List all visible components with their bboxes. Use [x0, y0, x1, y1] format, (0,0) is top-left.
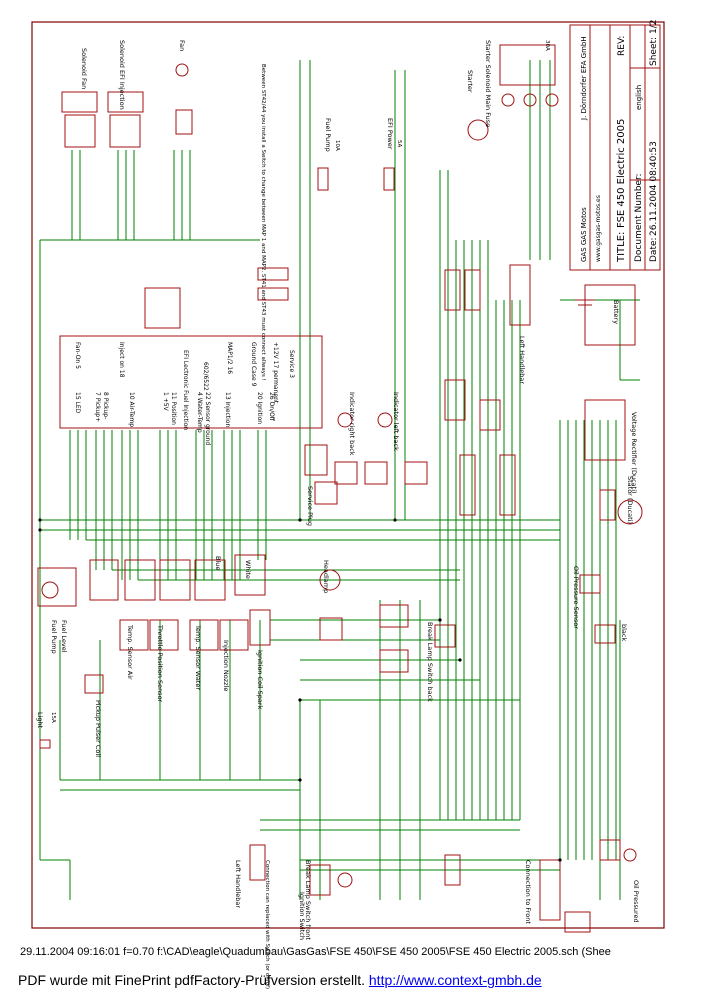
fuse-15a-label: 15A	[50, 712, 56, 723]
temp-water-label: Temp. Sensor Water	[194, 624, 202, 690]
language-label: english	[635, 85, 643, 110]
fuse-10a-label: 10A	[334, 140, 340, 151]
company-name: GAS GAS Motos	[580, 207, 588, 262]
left-handlebar-bottom-label: Left Handlebar	[234, 860, 242, 908]
ecu-pin-right-2: MAP1/2 16	[226, 342, 233, 374]
junction-dots	[38, 518, 562, 862]
voltage-rectifier-label: Voltage Rectifier (Ducati)	[630, 412, 638, 494]
ecu-pin-right-0: Fan-On 5	[74, 342, 81, 369]
drawing-frame	[31, 21, 665, 929]
indicator-left-label: Indicator left back	[392, 392, 400, 451]
date-value: 26.11.2004 08:40:53	[649, 141, 659, 236]
ecu-labels: EFI Lectronic Fuel Injection 602/6522 15…	[74, 342, 295, 445]
temp-air-label: Temp. Sensor Air	[126, 624, 134, 680]
pdf-notice-text: PDF wurde mit FinePrint pdfFactory-Prüfv…	[18, 972, 365, 988]
date-label: Date:	[649, 237, 659, 262]
solenoid-efi-label: Solenoid EFI Injection	[118, 40, 126, 110]
ecu-pin-left-0: 15 LED	[74, 392, 81, 414]
author-name: J. Dörndorfer EFA GmbH	[580, 36, 588, 121]
oil-pressure-sensor-label: Oil Pressure Sensor	[572, 566, 580, 629]
ecu-pin-left-5: 11 Position	[170, 392, 177, 425]
ecu-pin-left-2: 8 Pickup-	[102, 392, 109, 419]
injection-nozzle-label: Injection Nozzle	[222, 640, 230, 691]
fuse-30a-label: 30A	[544, 40, 550, 51]
connection-front-label: Connection to Front	[524, 860, 532, 924]
fan-label: Fan	[178, 40, 186, 51]
throttle-label: Throttle Position Sensor	[156, 624, 164, 703]
rev-label: REV:	[617, 36, 627, 56]
pdf-notice: PDF wurde mit FinePrint pdfFactory-Prüfv…	[18, 972, 542, 988]
ecu-pin-left-8: 13 Injection	[224, 392, 231, 427]
stator-label: Stator (Ducati)	[626, 476, 634, 524]
component-labels: Solenoid Fan Solenoid EFI Injection Fan …	[36, 40, 640, 989]
fuse-5a-label: 5A	[396, 140, 402, 147]
drawing-title: FSE 450 Electric 2005	[616, 119, 627, 228]
ecu-pin-left-1: 7 Pickup+	[94, 392, 101, 422]
fuel-level-label: Fuel Level	[60, 620, 68, 653]
ecu-pin-left-7: 22 Sensor ground	[204, 392, 211, 445]
battery-label: Battery	[612, 300, 620, 324]
wiring-layer	[39, 60, 640, 900]
doc-number-label: Document Number:	[634, 173, 644, 262]
headlamp-label: Headlamp	[322, 560, 330, 593]
ecu-pin-left-9: 20 Ignition	[256, 392, 263, 424]
ecu-part-number: 602/6522	[202, 362, 209, 391]
ecu-pin-left-10: 26 On/Off	[268, 392, 275, 422]
footer-file-path: 29.11.2004 09:16:01 f=0.70 f:\CAD\eagle\…	[20, 946, 611, 958]
fuel-pump-fuse-label: Fuel Pump	[324, 118, 332, 152]
handlebar-note: Connection can replaced with Switch (or …	[264, 860, 270, 989]
ecu-pin-left-6: 4 Water-Temp	[196, 392, 203, 433]
ecu-pin-left-3: 10 Air-Temp	[128, 392, 135, 427]
title-block-frame	[569, 24, 661, 271]
pdf-notice-link[interactable]: http://www.context-gmbh.de	[368, 972, 542, 988]
left-handlebar-top-label: Left Handlebar	[518, 336, 526, 384]
ecu-box	[59, 335, 323, 429]
service-plug-label: Service Plug	[306, 486, 314, 526]
ecu-name: EFI Lectronic Fuel Injection	[182, 350, 189, 430]
ignition-coil-label: Ignition Coil Spark	[256, 650, 264, 710]
indicator-right-label: Indicator right back	[348, 392, 356, 456]
ecu-pin-right-4: +12V 17 permanent	[272, 342, 279, 404]
sheet-label: Sheet:	[649, 37, 659, 66]
title-block: GAS GAS Motos www.gasgas-motos.es J. Dör…	[580, 20, 659, 263]
black-label: black	[620, 624, 628, 641]
title-label: TITLE:	[616, 232, 627, 263]
break-lamp-back-label: Break Lamp Switch back	[426, 622, 434, 702]
ecu-pin-left-4: 1 +5V	[162, 392, 169, 412]
fuel-pump-label: Fuel Pump	[50, 620, 58, 654]
solenoid-fan-label: Solenoid Fan	[80, 48, 88, 89]
oil-pressured-label: Oil Pressured	[632, 880, 640, 923]
company-website: www.gasgas-motos.es	[595, 195, 602, 262]
break-lamp-front-label: Break Lamp Switch front	[304, 860, 312, 940]
pickup-label: Pickup Pulser Coil	[94, 700, 102, 757]
ecu-pin-right-5: Service 3	[288, 350, 295, 378]
starter-label: Starter	[466, 70, 474, 93]
ecu-pin-right-3: Ground Case 9	[250, 342, 257, 387]
blue-label: Blue	[214, 556, 222, 570]
white-label: White	[244, 560, 252, 579]
starter-solenoid-label: Starter Solenoid Main Fuse	[484, 40, 492, 127]
light-label: Light	[36, 712, 44, 729]
component-layer	[37, 24, 661, 933]
ecu-pin-right-1: Inject on 18	[118, 342, 125, 378]
efi-power-label: EFI Power	[386, 118, 394, 150]
sheet-value: 1/2	[649, 20, 659, 34]
ignition-switch-label: Ignition Switch	[298, 892, 306, 940]
map-note: Between ST42/44 you install a Switch to …	[260, 64, 266, 381]
